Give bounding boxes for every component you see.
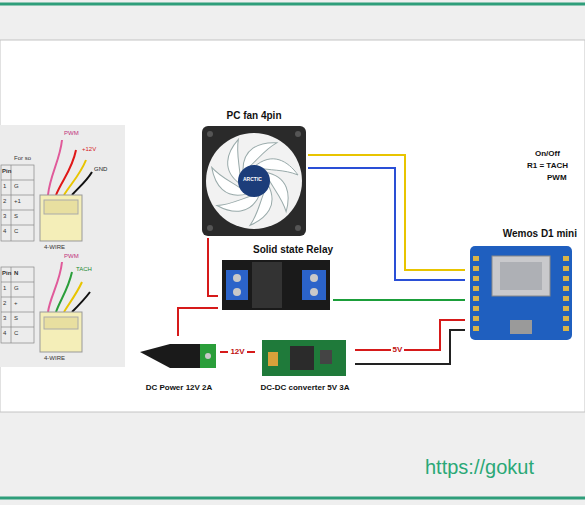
wemos-d1-mini [470,246,572,340]
component-name: Wemos D1 mini [503,228,577,240]
component-name: Solid state Relay [253,244,333,256]
pin-label: S [14,213,18,220]
pinout-panel [0,125,125,367]
pin-label: PWM [64,253,79,260]
pc-fan [202,126,306,236]
watermark: https://gokut [425,456,534,478]
pin-label: 4 [3,330,6,337]
connector-4pin-bottom [40,262,90,352]
pin-label: PWM [547,174,567,183]
component-box: DC-DC converter 5V 3A [255,336,355,394]
pin-label: 2 [3,300,6,307]
pin-label: C [14,330,18,337]
pin-label: 4 [3,228,6,235]
voltage-label: 12V [228,347,246,357]
pin-label: For so [14,155,31,162]
pin-label: Pin [2,270,11,277]
pinout-table [1,165,34,343]
pin-label: On/Off [535,150,560,159]
dc-dc-converter [262,340,346,376]
bottom-rule [0,497,585,500]
pin-label: N [14,270,18,277]
component-box: PC fan 4pin [200,110,308,238]
pin-label: +1 [14,198,21,205]
wire [333,299,465,301]
wire [178,308,218,336]
pin-label: C [14,228,18,235]
solid-state-relay [222,260,330,310]
pin-label: + [14,300,18,307]
pin-label: Pin [2,168,11,175]
pin-label: 4-WIRE [44,355,65,362]
wire [308,168,465,280]
pin-label: PWM [64,130,79,137]
pin-label: R1 = TACH [527,162,568,171]
dc-power-jack [140,344,216,368]
pin-label: 1 [3,183,6,190]
pin-label: +12V [82,146,96,153]
pin-label: 3 [3,213,6,220]
pin-label: G [14,285,19,292]
pin-label: ARCTIC [243,177,262,183]
pin-label: 4-WIRE [44,244,65,251]
white-panel [0,40,585,412]
pin-label: S [14,315,18,322]
component-box: Solid state Relay [218,244,333,314]
pin-label: TACH [76,266,92,273]
pin-label: G [14,183,19,190]
component-box: DC Power 12V 2A [138,336,220,394]
top-rule [0,3,585,6]
pin-label: 3 [3,315,6,322]
component-box: Wemos D1 mini [465,228,577,344]
wire [355,320,465,350]
component-name: PC fan 4pin [226,110,281,122]
connector-4pin-top [40,140,92,241]
voltage-label: 5V [391,345,405,355]
component-name: DC Power 12V 2A [146,382,213,394]
wire [208,238,218,296]
wire [355,330,465,364]
pin-label: 1 [3,285,6,292]
pin-label: 2 [3,198,6,205]
component-name: DC-DC converter 5V 3A [261,382,350,394]
pin-label: GND [94,166,107,173]
